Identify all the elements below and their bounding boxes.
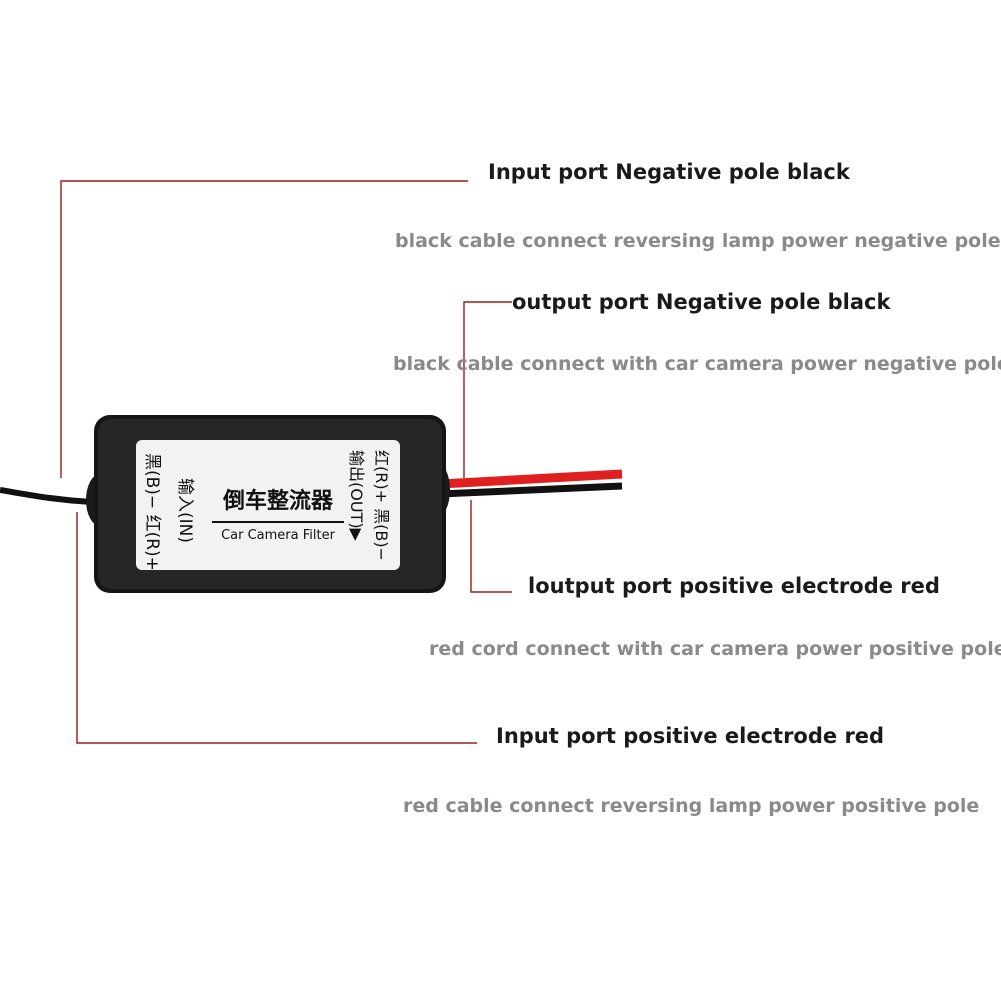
callout-input-negative-description: black cable connect reversing lamp power… — [395, 230, 1001, 252]
callout-output-negative-title: output port Negative pole black — [512, 290, 891, 314]
device-output-label: 输出(OUT)▶ — [347, 450, 366, 542]
device-label-face — [136, 440, 400, 570]
input-cable-black — [0, 487, 93, 505]
callout-input-positive-title: Input port positive electrode red — [496, 724, 885, 748]
leader-input-positive — [76, 512, 477, 744]
callout-output-negative-description: black cable connect with car camera powe… — [393, 353, 1001, 375]
callout-output-positive-description: red cord connect with car camera power p… — [429, 638, 1001, 660]
callout-input-positive-description: red cable connect reversing lamp power p… — [403, 795, 980, 817]
device-input-pins: 黑(B)− 红(R)+ — [142, 453, 162, 571]
callout-input-negative-title: Input port Negative pole black — [488, 160, 850, 184]
device-chinese-name: 倒车整流器 — [222, 488, 334, 514]
device-output-pins: 红(R)+ 黑(B)− — [372, 450, 391, 561]
leader-input-negative — [60, 180, 468, 478]
output-cable-pair — [439, 469, 623, 498]
leader-output-negative — [463, 301, 512, 478]
callout-output-positive-title: loutput port positive electrode red — [528, 574, 940, 598]
device-input-label: 输入(IN) — [175, 478, 195, 543]
leader-output-positive — [470, 500, 512, 593]
device-english-name: Car Camera Filter — [221, 528, 336, 543]
